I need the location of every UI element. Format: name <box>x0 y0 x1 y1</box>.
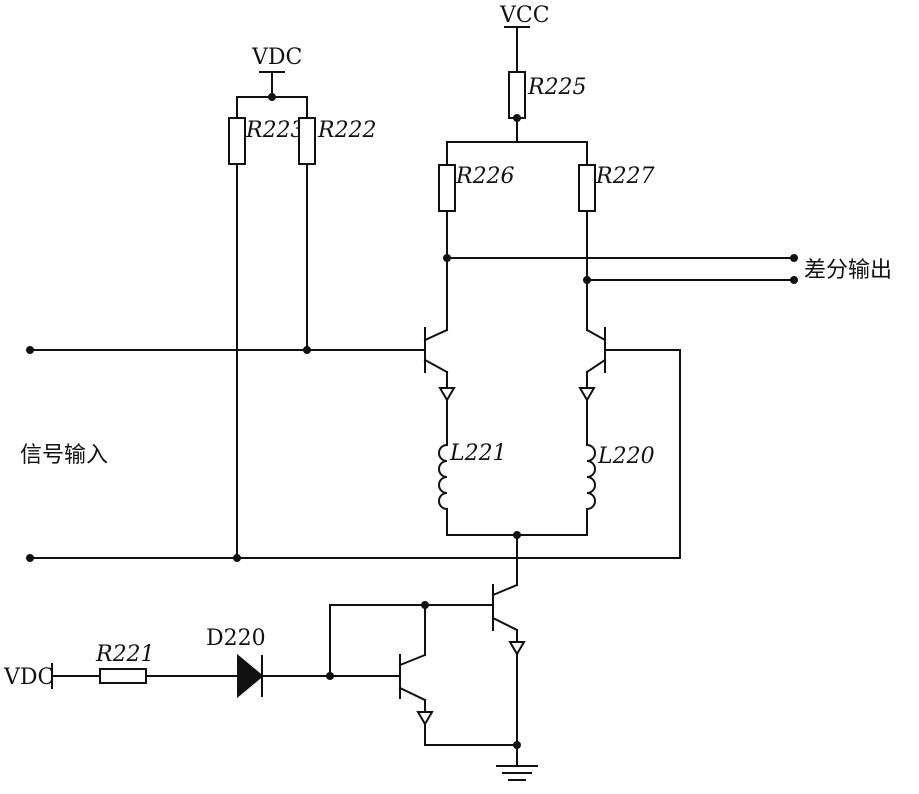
output-terminal-minus <box>790 276 798 284</box>
transistor-tail <box>491 583 526 746</box>
junction-dot <box>513 114 521 122</box>
inductor-l220 <box>585 443 596 511</box>
r226-label: R226 <box>455 164 515 189</box>
vcc-supply <box>504 26 530 73</box>
vcc-label: VCC <box>499 3 550 28</box>
vdc-left-label: VDC <box>3 665 54 690</box>
r222-label: R222 <box>317 118 377 143</box>
r227-label: R227 <box>595 164 655 189</box>
inductor-l221 <box>438 443 449 511</box>
diff-output-label: 差分输出 <box>804 258 892 283</box>
input-terminal-minus <box>26 554 34 562</box>
l220-label: L220 <box>597 444 655 469</box>
r225-label: R225 <box>527 75 587 100</box>
vdc-supply-left <box>51 663 101 689</box>
ground-symbol <box>496 744 538 781</box>
resistor-r222 <box>298 117 316 165</box>
signal-input-label: 信号输入 <box>20 443 108 468</box>
differential-output <box>443 254 798 284</box>
vdc-top-label: VDC <box>251 45 302 70</box>
vdc-supply-top <box>236 71 308 119</box>
resistor-r221 <box>99 668 147 684</box>
transistor-reference <box>398 653 434 746</box>
resistor-r227 <box>578 164 596 212</box>
d220-label: D220 <box>206 626 266 651</box>
transistor-left <box>423 327 456 446</box>
r223-label: R223 <box>245 118 305 143</box>
diode-d220 <box>237 653 264 699</box>
resistor-r226 <box>438 164 456 212</box>
l221-label: L221 <box>449 441 507 466</box>
transistor-right <box>578 327 607 446</box>
input-terminal-plus <box>26 346 34 354</box>
r221-label: R221 <box>95 642 155 667</box>
resistor-r223 <box>228 117 246 165</box>
resistor-r225 <box>508 71 526 119</box>
output-terminal-plus <box>790 254 798 262</box>
signal-input <box>26 346 681 562</box>
